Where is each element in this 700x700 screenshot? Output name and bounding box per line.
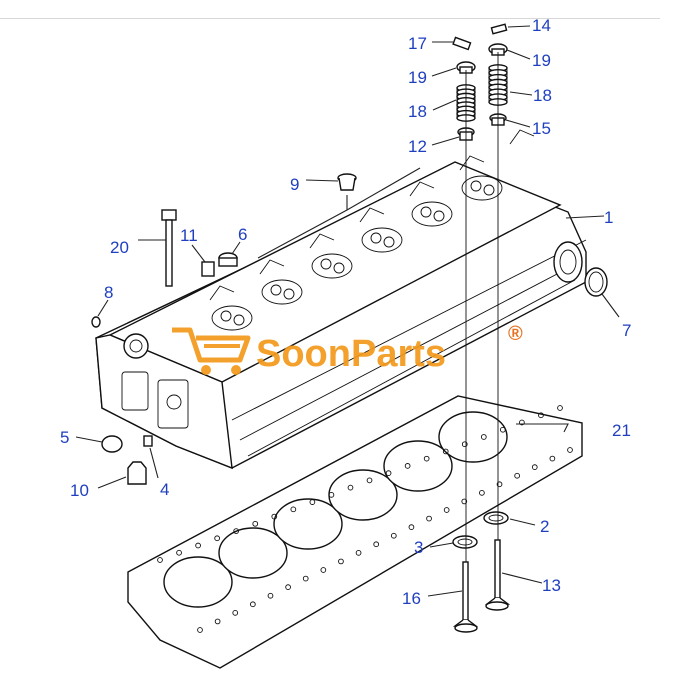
callout-15: 15 [532,119,551,138]
top-divider [0,18,660,19]
callout-1: 1 [604,208,613,227]
callout-6: 6 [238,225,247,244]
part-4-plug [143,435,153,447]
part-5-cap [101,435,123,453]
part-2-valve-seat [483,511,509,525]
callout-20: 20 [110,238,129,257]
part-7-seal-ring [584,267,608,297]
part-8-pin [91,316,101,328]
shopping-cart-icon [172,327,251,375]
callout-18-right: 18 [533,86,552,105]
gasket-bore [273,498,343,550]
callout-7: 7 [622,321,631,340]
part-17-bolt [452,36,472,51]
watermark-text: SoonParts [256,333,446,375]
part-14-bolt [490,23,508,35]
part-10-sleeve [127,461,147,485]
cylinder-head [95,129,587,470]
callout-8: 8 [104,283,113,302]
part-20-head-bolt [161,209,177,287]
callout-16: 16 [402,589,421,608]
part-11-fitting [201,261,215,277]
gasket-bore [218,527,288,579]
part-13-valve [484,539,511,611]
gasket-bore [383,440,453,492]
callout-numbers: 1 2 3 4 5 6 7 8 9 10 11 12 13 14 15 16 1… [60,16,631,608]
part-3-valve-seat [452,535,478,549]
callout-4: 4 [160,480,169,499]
callout-5: 5 [60,428,69,447]
callout-11: 11 [180,226,198,245]
callout-10: 10 [70,481,89,500]
callout-2: 2 [540,517,549,536]
callout-9: 9 [290,175,299,194]
head-gasket [127,395,583,669]
leader-lines [75,25,620,597]
callout-19-right: 19 [532,51,551,70]
gasket-bore [328,469,398,521]
callout-12: 12 [408,137,427,156]
gasket-bore [163,556,233,608]
part-9-plug [337,173,357,191]
part-6-plug [218,252,238,267]
watermark-registered-mark: ® [508,323,523,345]
callout-21: 21 [612,421,631,440]
callout-13: 13 [542,576,561,595]
part-16-valve [452,561,479,633]
callout-18-left: 18 [408,102,427,121]
gasket-bore [438,411,508,463]
callout-14: 14 [532,16,551,35]
callout-19-left: 19 [408,68,427,87]
callout-3: 3 [414,538,423,557]
soonparts-watermark: SoonParts ® [172,323,523,375]
callout-17: 17 [408,34,427,53]
